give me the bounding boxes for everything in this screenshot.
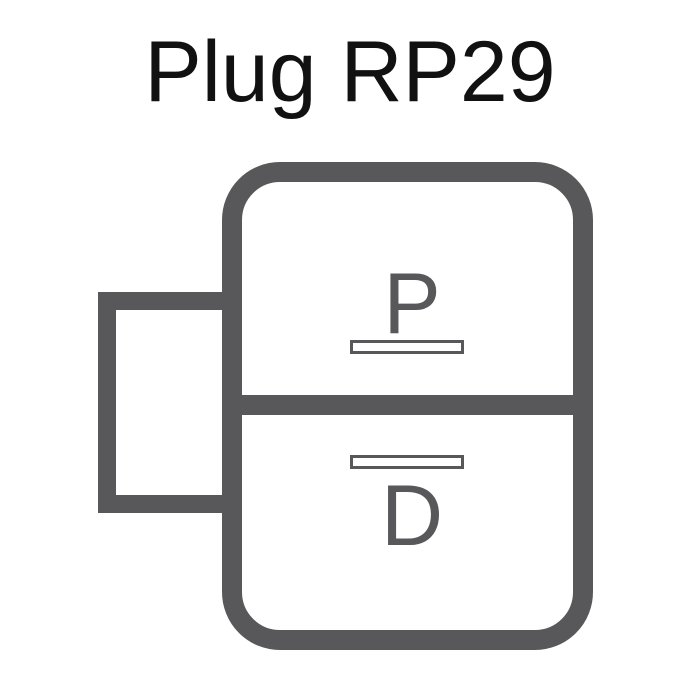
- plug-latch-tab: [98, 292, 251, 513]
- pin-label-p: P: [383, 256, 440, 352]
- diagram-title: Plug RP29: [144, 24, 556, 120]
- pin-bar-p: [350, 340, 464, 354]
- pin-bar-d: [350, 455, 464, 469]
- pin-label-d: D: [381, 468, 443, 564]
